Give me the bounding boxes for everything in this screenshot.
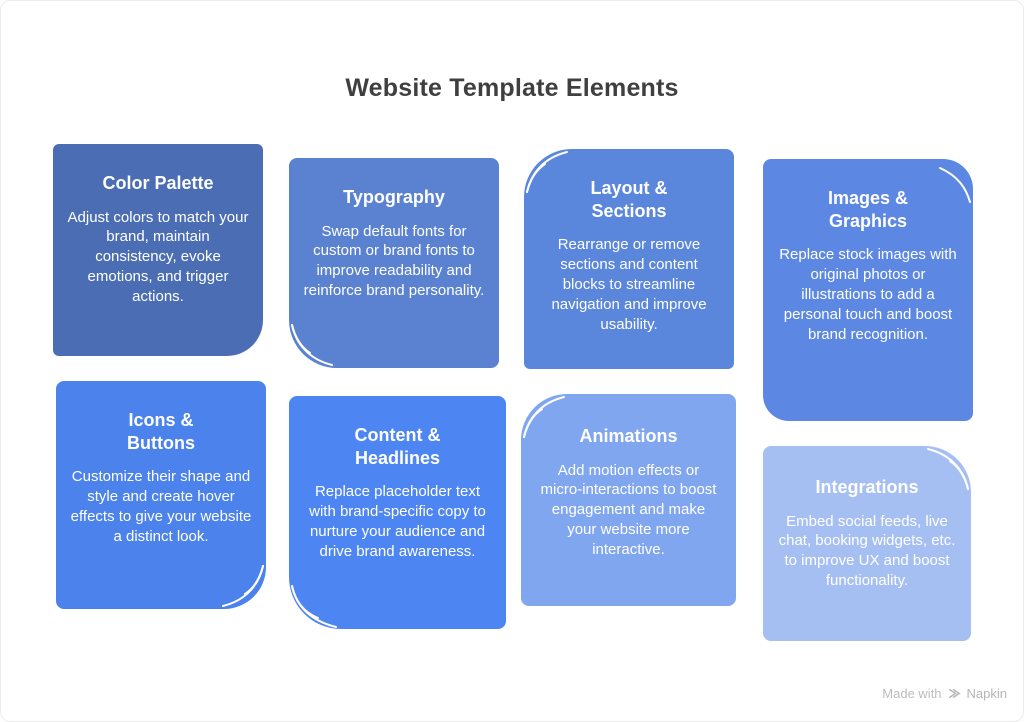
napkin-brand-label: Napkin [966,686,1007,701]
card-title: Icons & Buttons [127,410,195,453]
card-integrations: Integrations Embed social feeds, live ch… [763,446,971,641]
card-animations: Animations Add motion effects or micro-i… [521,394,736,606]
napkin-logo-icon [948,689,961,698]
page-curl-icon [222,565,264,607]
card-body: Replace stock images with original photo… [779,246,957,343]
card-images-graphics: Images & Graphics Replace stock images w… [763,159,973,421]
card-color-palette: Color Palette Adjust colors to match you… [53,144,263,356]
card-body: Adjust colors to match your brand, maint… [67,208,249,306]
card-icons-buttons: Icons & Buttons Customize their shape an… [56,381,266,609]
card-body: Add motion effects or micro-interactions… [540,461,717,559]
page-curl-icon [291,324,333,366]
card-title: Color Palette [102,173,214,193]
page-curl-icon [291,585,337,628]
card-body: Embed social feeds, live chat, booking w… [778,512,956,590]
card-body: Swap default fonts for custom or brand f… [303,222,485,300]
card-title: Integrations [815,477,919,497]
made-with-napkin-credit: Made with Napkin [882,686,1007,701]
card-body: Customize their shape and style and crea… [70,468,252,545]
card-layout-sections: Layout & Sections Rearrange or remove se… [524,149,734,369]
card-title: Typography [343,187,445,207]
card-title: Animations [579,426,678,446]
card-title: Content & Headlines [354,425,441,468]
page-title: Website Template Elements [345,73,679,102]
card-body: Rearrange or remove sections and content… [551,236,707,333]
made-with-label: Made with [882,686,942,701]
card-title: Layout & Sections [590,178,668,221]
card-title: Images & Graphics [827,188,909,231]
card-content-headlines: Content & Headlines Replace placeholder … [289,396,506,629]
card-typography: Typography Swap default fonts for custom… [289,158,499,368]
card-body: Replace placeholder text with brand-spec… [309,483,486,560]
